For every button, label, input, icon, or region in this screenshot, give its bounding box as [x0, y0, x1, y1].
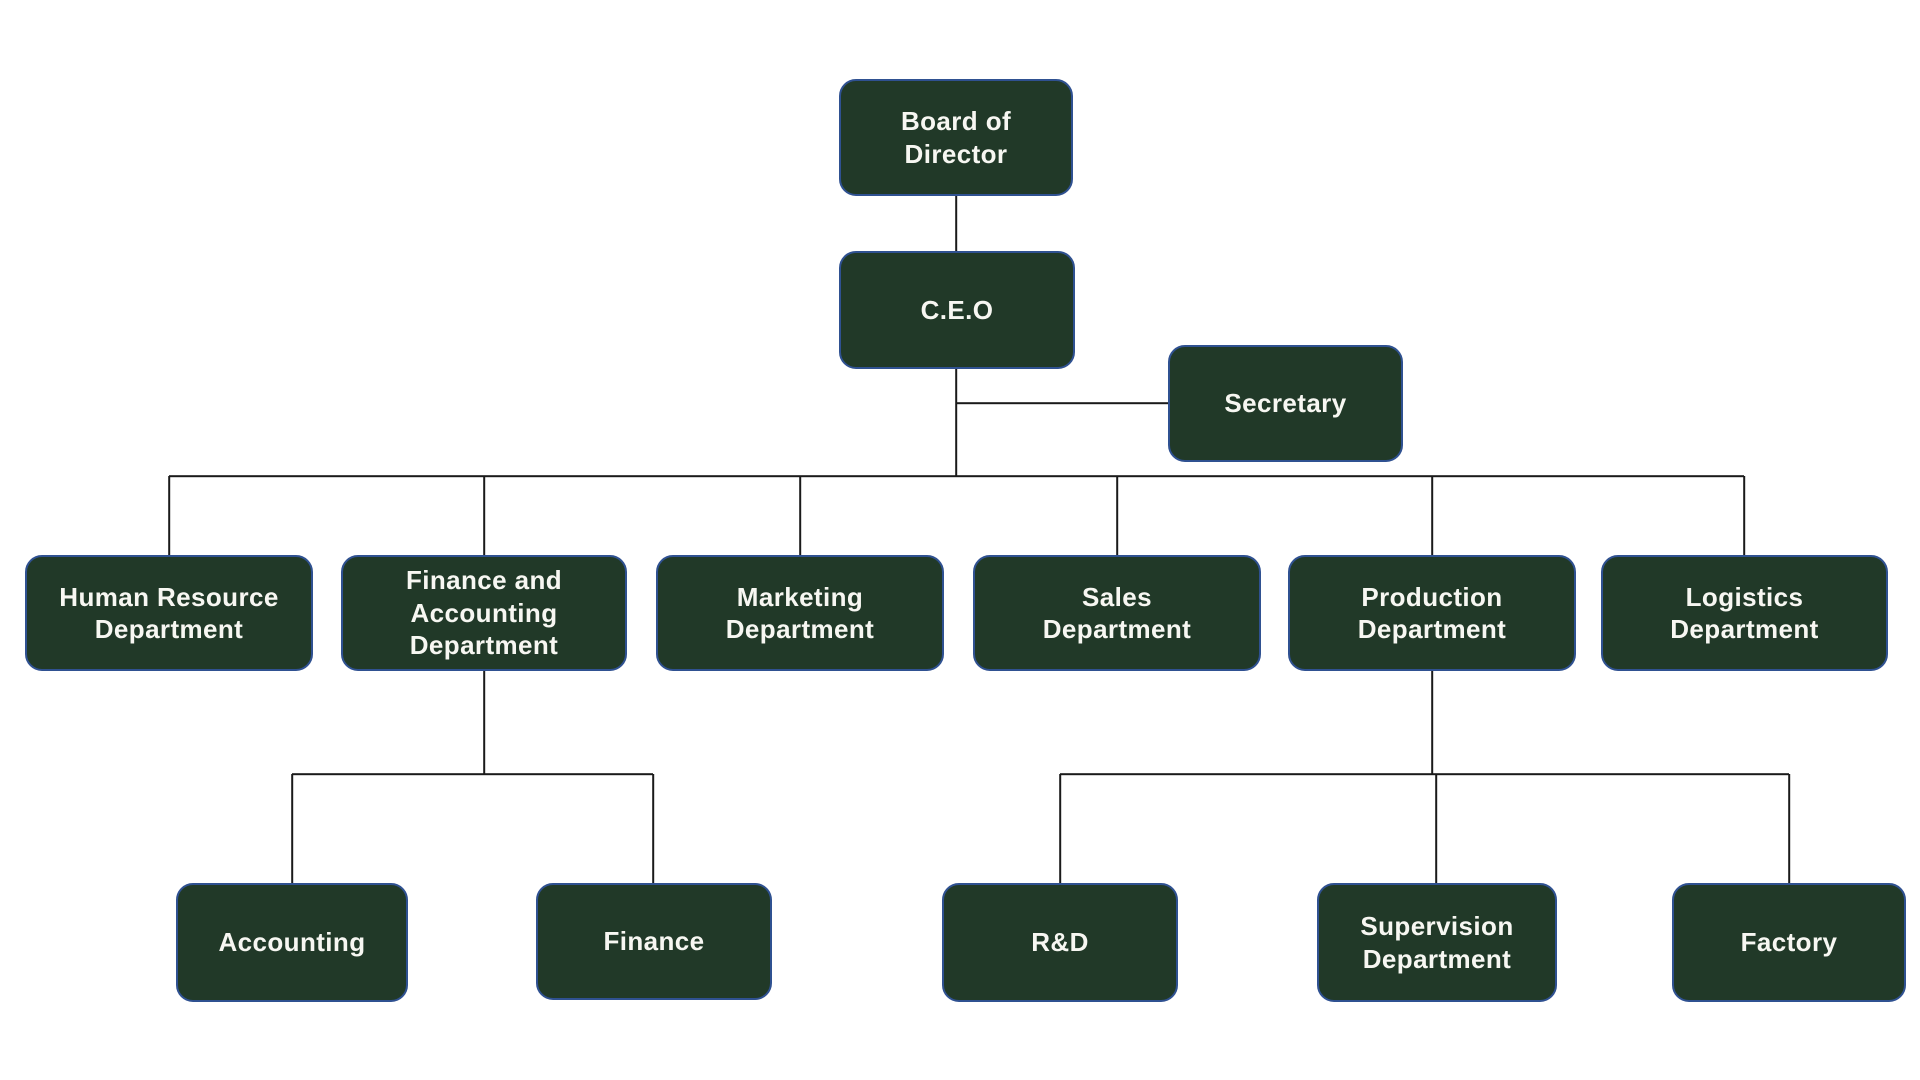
org-node-r-and-d: R&D	[942, 883, 1178, 1002]
connector-line-vertical	[483, 671, 485, 775]
org-node-human-resource-department: Human Resource Department	[25, 555, 313, 671]
org-node-label: Factory	[1740, 927, 1838, 958]
org-node-logistics-department: Logistics Department	[1601, 555, 1888, 671]
org-node-label: Accounting	[218, 927, 366, 958]
org-node-label: Secretary	[1224, 388, 1347, 419]
connector-line-vertical	[1059, 774, 1061, 884]
org-node-accounting: Accounting	[176, 883, 408, 1002]
org-node-label: Marketing Department	[725, 581, 875, 645]
connector-line-vertical	[1788, 774, 1790, 884]
connector-line-horizontal	[1060, 773, 1789, 775]
org-node-finance-and-accounting-department: Finance and Accounting Department	[341, 555, 627, 671]
connector-line-vertical	[955, 369, 957, 477]
connector-line-vertical	[291, 774, 293, 884]
org-node-label: Production Department	[1357, 581, 1507, 645]
org-node-label: Finance and Accounting Department	[405, 565, 563, 661]
connector-line-vertical	[1116, 476, 1118, 556]
org-node-label: Sales Department	[1042, 581, 1192, 645]
org-node-factory: Factory	[1672, 883, 1906, 1002]
connector-line-horizontal	[956, 402, 1169, 404]
org-node-ceo: C.E.O	[839, 251, 1075, 369]
connector-line-vertical	[955, 196, 957, 252]
org-node-label: R&D	[1031, 927, 1089, 958]
org-node-label: Board of Director	[900, 106, 1012, 169]
connector-line-vertical	[799, 476, 801, 556]
org-node-production-department: Production Department	[1288, 555, 1576, 671]
connector-line-horizontal	[169, 475, 1744, 477]
org-node-supervision-department: Supervision Department	[1317, 883, 1557, 1002]
org-node-sales-department: Sales Department	[973, 555, 1261, 671]
connector-line-horizontal	[292, 773, 653, 775]
connector-line-vertical	[652, 774, 654, 884]
org-node-label: C.E.O	[920, 294, 994, 325]
connector-line-vertical	[168, 476, 170, 556]
org-node-label: Finance	[603, 926, 705, 957]
connector-line-vertical	[1743, 476, 1745, 556]
org-node-secretary: Secretary	[1168, 345, 1403, 462]
org-node-label: Logistics Department	[1670, 581, 1819, 645]
connector-line-vertical	[1431, 671, 1433, 775]
org-node-label: Human Resource Department	[59, 581, 279, 645]
org-node-finance: Finance	[536, 883, 772, 1000]
org-node-marketing-department: Marketing Department	[656, 555, 944, 671]
connector-line-vertical	[483, 476, 485, 556]
connector-line-vertical	[1435, 774, 1437, 884]
connector-line-vertical	[1431, 476, 1433, 556]
org-node-board-of-director: Board of Director	[839, 79, 1073, 196]
org-node-label: Supervision Department	[1360, 911, 1514, 974]
